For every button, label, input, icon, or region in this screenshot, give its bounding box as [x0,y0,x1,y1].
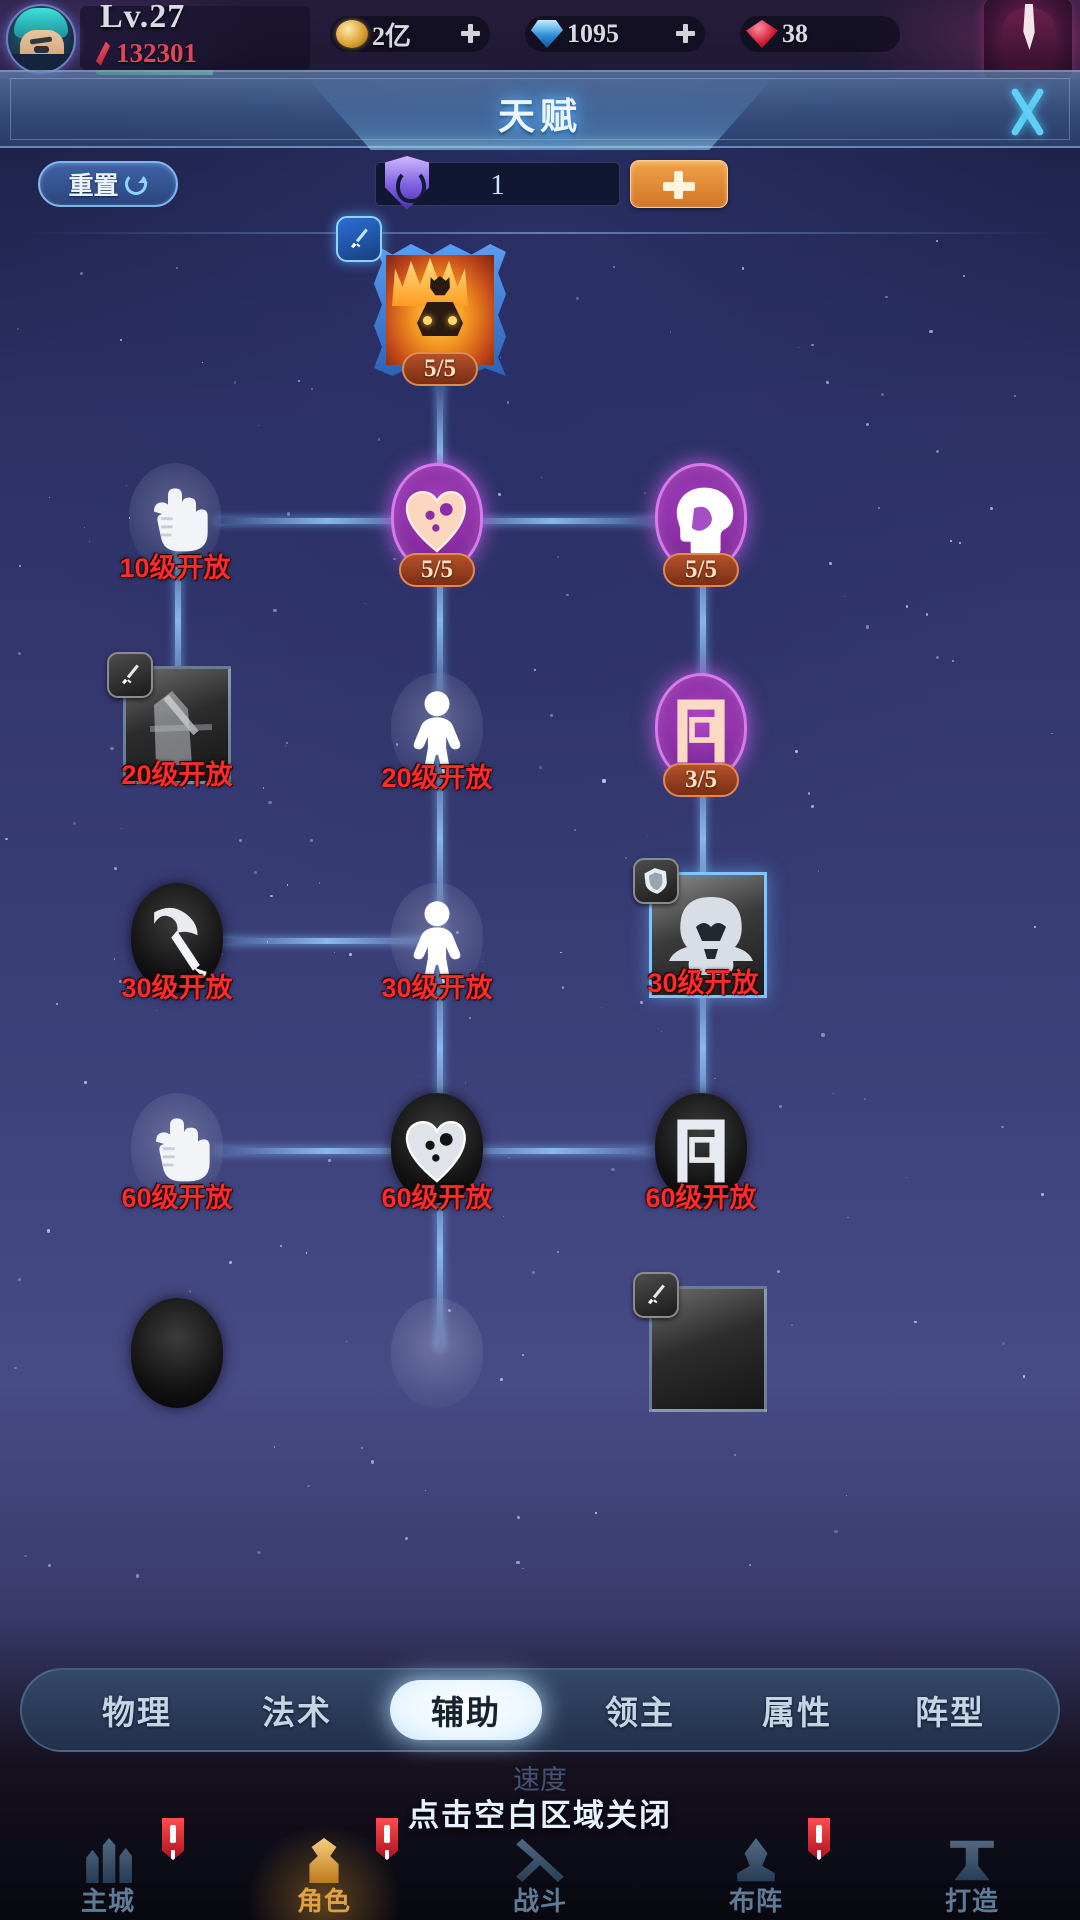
talent-node-lock-label: 30级开放 [647,961,758,1000]
page-title: 天赋 [290,86,790,140]
category-tab-bar: 物理 法术 辅助 领主 属性 阵型 [0,1662,1080,1758]
talent-node-lock-label: 60级开放 [381,1176,492,1215]
header-divider [22,232,1058,234]
city-icon [82,1838,134,1883]
notification-badge [376,1818,398,1860]
notification-badge [162,1818,184,1860]
panel-header: 天赋 [0,70,1080,148]
player-level: Lv.27 [100,0,185,36]
talent-node-lock-label: 20级开放 [121,753,232,792]
diamond-value: 1095 [567,19,619,49]
node-bg [131,1298,223,1408]
talent-node-heart[interactable]: 5/5 [377,461,497,581]
sword-card-icon [649,1286,767,1412]
talent-point-row: 重置 1 [0,148,1080,234]
diamond-add-icon[interactable] [676,24,695,43]
talent-node-axe-lv30[interactable]: 30级开放 [117,881,237,1001]
event-portrait-icon[interactable] [984,0,1072,78]
title-banner: 天赋 [290,72,790,150]
notification-badge [808,1818,830,1860]
tab-lord[interactable]: 领主 [555,1680,725,1740]
bottom-nav: 主城 角色 战斗 布阵 打造 [0,1838,1080,1920]
talent-node-lock-label: 20级开放 [381,756,492,795]
talent-node-music-lv60[interactable]: 60级开放 [641,1091,761,1211]
nav-item-formation[interactable]: 布阵 [648,1838,864,1920]
nav-label-character: 角色 [297,1881,351,1918]
avatar-eye [34,46,49,53]
ruby-gem-icon [746,20,778,48]
nav-label-city: 主城 [81,1881,135,1918]
talent-node-mind[interactable]: 5/5 [641,461,761,581]
talent-node-music[interactable]: 3/5 [641,671,761,791]
talent-node-fist-lv60[interactable]: 60级开放 [117,1091,237,1211]
currency-ruby[interactable]: 38 [740,16,900,52]
talent-node-fist-lv10[interactable]: 10级开放 [115,461,235,581]
sword-badge-icon [336,216,382,262]
tab-attribute[interactable]: 属性 [712,1680,882,1740]
add-point-button[interactable] [630,160,728,208]
shield-badge-icon [633,858,679,904]
reset-button[interactable]: 重置 [38,161,178,207]
talent-node-row6-mid[interactable] [377,1296,497,1416]
heart-yinyang-icon [400,484,474,558]
talent-node-lock-label: 60级开放 [121,1176,232,1215]
talent-node-lock-label: 30级开放 [121,966,232,1005]
talent-tree: 5/5 10级开放 5/5 [0,236,1080,1636]
tab-formation[interactable]: 阵型 [865,1680,1035,1740]
nav-label-battle: 战斗 [513,1881,567,1918]
formation-icon [730,1838,782,1883]
nav-item-character[interactable]: 角色 [216,1838,432,1920]
nav-item-battle[interactable]: 战斗 [432,1838,648,1920]
battle-icon [514,1838,566,1883]
tab-physical[interactable]: 物理 [52,1680,222,1740]
talent-node-heart-lv60[interactable]: 60级开放 [377,1091,497,1211]
talent-node-badge: 5/5 [399,553,475,587]
sword-badge-icon [633,1272,679,1318]
talent-node-badge: 5/5 [663,553,739,587]
talent-node-badge: 3/5 [663,763,739,797]
talent-node-helmet-lv30[interactable]: 30级开放 [643,874,763,994]
nav-label-forge: 打造 [945,1881,999,1918]
diamond-icon [531,20,563,48]
talent-node-fire-monk[interactable]: 5/5 [374,244,506,376]
tab-magic[interactable]: 法术 [212,1680,382,1740]
reset-button-label: 重置 [68,166,118,202]
talent-node-lock-label: 60级开放 [645,1176,756,1215]
nav-item-city[interactable]: 主城 [0,1838,216,1920]
talent-node-row6-left[interactable] [117,1296,237,1416]
tab-support[interactable]: 辅助 [390,1680,542,1740]
char-icon [298,1838,350,1883]
talent-node-body-lv30[interactable]: 30级开放 [377,881,497,1001]
talent-node-body-lv20[interactable]: 20级开放 [377,671,497,791]
power-row: 132301 [96,38,197,69]
music-note-icon [668,695,734,767]
node-bg [391,1298,483,1408]
talent-node-lock-label: 10级开放 [119,546,230,585]
refresh-icon [124,172,148,196]
talent-node-sword-card-lv20[interactable]: 20级开放 [117,668,237,788]
close-icon[interactable] [1002,86,1054,138]
ruby-value: 38 [782,19,808,49]
forge-icon [946,1838,998,1883]
talent-node-lock-label: 30级开放 [381,966,492,1005]
player-avatar[interactable] [6,4,76,74]
nav-label-formation: 布阵 [729,1881,783,1918]
sword-badge-icon [107,652,153,698]
gold-value: 2亿 [372,16,411,53]
currency-diamond[interactable]: 1095 [525,16,705,52]
nav-item-forge[interactable]: 打造 [864,1838,1080,1920]
head-mind-icon [666,483,736,559]
top-hud: Lv.27 132301 2亿 1095 38 [0,0,1080,78]
currency-gold[interactable]: 2亿 [330,16,490,52]
talent-node-row6-right[interactable] [643,1288,763,1408]
talent-node-badge: 5/5 [402,352,478,386]
power-value: 132301 [116,38,197,69]
gold-coin-icon [336,20,368,48]
power-sword-icon [96,42,110,66]
gold-add-icon[interactable] [461,24,480,43]
